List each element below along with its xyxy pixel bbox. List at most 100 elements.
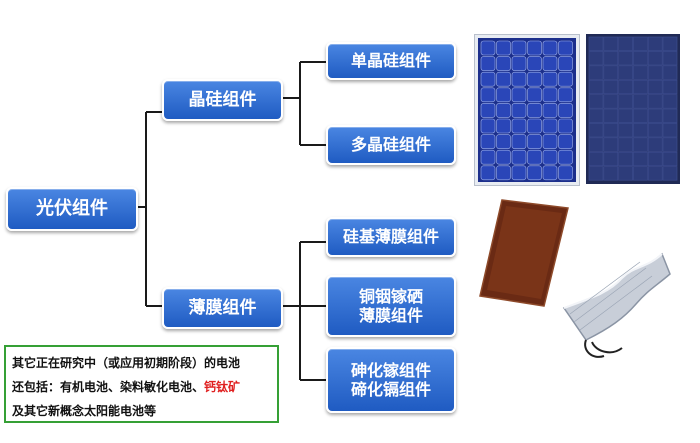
panel-cell xyxy=(511,134,527,149)
panel-cell xyxy=(542,103,558,118)
panel-cell xyxy=(511,71,527,87)
panel-cell xyxy=(633,108,648,123)
panel-cell xyxy=(647,65,663,80)
panel-cell xyxy=(633,123,648,138)
panel-cell xyxy=(496,40,511,56)
node-monocrystalline: 单晶硅组件 xyxy=(326,42,456,80)
panel-cell xyxy=(511,56,527,71)
connector-root xyxy=(138,111,162,307)
panel-cell xyxy=(480,87,496,103)
panel-cell xyxy=(542,40,558,56)
panel-cell xyxy=(662,79,678,95)
panel-cell xyxy=(603,36,619,51)
panel-cell xyxy=(588,94,604,109)
panel-cell xyxy=(647,123,663,138)
panel-cell xyxy=(662,166,678,181)
panel-cell xyxy=(558,134,573,149)
panel-cell xyxy=(496,118,511,134)
panel-cell xyxy=(480,118,496,134)
panel-cell xyxy=(542,134,558,149)
monocrystalline-panel-image xyxy=(474,34,580,186)
note-line3: 及其它新概念太阳能电池等 xyxy=(12,404,157,418)
connector-thinfilm xyxy=(283,241,326,381)
node-silicon-thinfilm-label: 硅基薄膜组件 xyxy=(342,227,439,247)
panel-cell xyxy=(662,36,678,51)
panel-cell xyxy=(558,103,573,118)
node-crystalline: 晶硅组件 xyxy=(162,79,283,121)
panel-cell xyxy=(527,71,542,87)
panel-cell xyxy=(588,123,604,138)
panel-cell xyxy=(647,51,663,66)
panel-cell xyxy=(542,165,558,181)
panel-cell xyxy=(558,71,573,87)
note-line1: 其它正在研究中（或应用初期阶段）的电池 xyxy=(12,356,241,370)
panel-cell xyxy=(511,118,527,134)
panel-cell xyxy=(558,149,573,165)
panel-cell xyxy=(542,149,558,165)
node-monocrystalline-label: 单晶硅组件 xyxy=(350,51,431,71)
node-root: 光伏组件 xyxy=(6,187,138,231)
node-cigs: 铜铟镓硒 薄膜组件 xyxy=(326,275,456,337)
panel-cell xyxy=(527,56,542,71)
panel-cell xyxy=(662,137,678,152)
connector-crystalline xyxy=(283,61,326,146)
panel-cell xyxy=(633,137,648,152)
panel-cell xyxy=(647,151,663,167)
panel-cell xyxy=(496,165,511,181)
panel-cell xyxy=(633,166,648,181)
polycrystalline-panel-image xyxy=(586,34,680,184)
panel-cell xyxy=(496,103,511,118)
panel-cell xyxy=(496,71,511,87)
node-cigs-line2: 薄膜组件 xyxy=(358,306,423,325)
panel-cell xyxy=(647,166,663,181)
panel-cell xyxy=(633,151,648,167)
panel-cell xyxy=(588,108,604,123)
panel-cell xyxy=(527,118,542,134)
panel-cell xyxy=(603,94,619,109)
node-cdte-line: 碲化镉组件 xyxy=(350,380,431,399)
node-gaas-cdte: 砷化镓组件 碲化镉组件 xyxy=(326,347,456,413)
panel-cell xyxy=(603,79,619,95)
panel-cell xyxy=(558,87,573,103)
panel-cell xyxy=(662,94,678,109)
panel-cell xyxy=(527,134,542,149)
panel-cell xyxy=(603,151,619,167)
panel-cell xyxy=(588,51,604,66)
panel-cell xyxy=(511,40,527,56)
panel-cell xyxy=(511,87,527,103)
note-line2: 还包括：有机电池、染料敏化电池、钙钛矿 xyxy=(12,375,271,399)
panel-cell xyxy=(618,123,633,138)
panel-cell xyxy=(480,149,496,165)
panel-cell xyxy=(480,134,496,149)
panel-cell xyxy=(496,56,511,71)
panel-cell xyxy=(511,149,527,165)
panel-cell xyxy=(588,137,604,152)
node-cigs-line1: 铜铟镓硒 xyxy=(358,286,423,306)
panel-cell xyxy=(647,36,663,51)
panel-cell xyxy=(618,94,633,109)
node-polycrystalline: 多晶硅组件 xyxy=(326,125,456,165)
panel-cell xyxy=(618,166,633,181)
panel-cell xyxy=(496,149,511,165)
panel-cell xyxy=(618,137,633,152)
node-polycrystalline-label: 多晶硅组件 xyxy=(350,135,431,155)
panel-cell xyxy=(542,118,558,134)
panel-cell xyxy=(588,151,604,167)
panel-cell xyxy=(618,51,633,66)
panel-cell xyxy=(558,165,573,181)
panel-cell xyxy=(480,56,496,71)
panel-cell xyxy=(662,65,678,80)
panel-cell xyxy=(480,103,496,118)
note-box: 其它正在研究中（或应用初期阶段）的电池 还包括：有机电池、染料敏化电池、钙钛矿 … xyxy=(4,345,279,423)
panel-cell xyxy=(480,165,496,181)
panel-cell xyxy=(603,166,619,181)
panel-cell xyxy=(618,108,633,123)
panel-cell xyxy=(480,71,496,87)
flexible-panel-image xyxy=(562,252,671,358)
panel-cell xyxy=(527,149,542,165)
panel-cell xyxy=(527,87,542,103)
panel-cell xyxy=(558,56,573,71)
panel-cell xyxy=(527,40,542,56)
